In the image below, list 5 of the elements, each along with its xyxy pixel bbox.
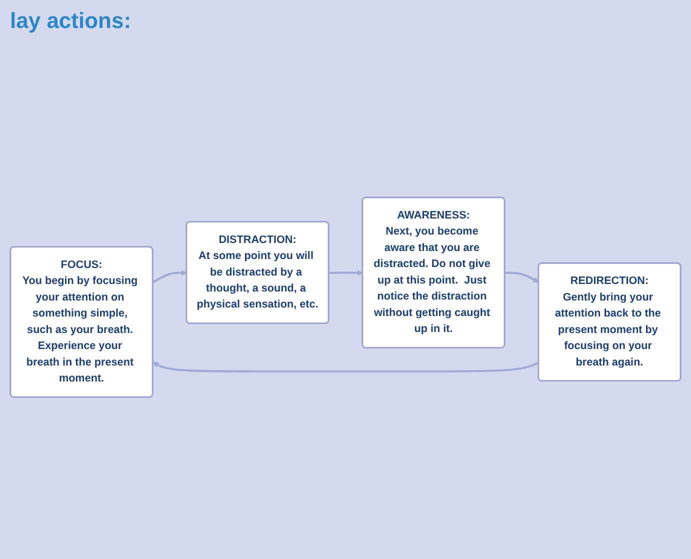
heading: lay actions: [10,8,132,34]
arrow [152,270,188,284]
arrow [328,270,364,276]
arrow [152,362,540,373]
arrow [504,272,540,283]
